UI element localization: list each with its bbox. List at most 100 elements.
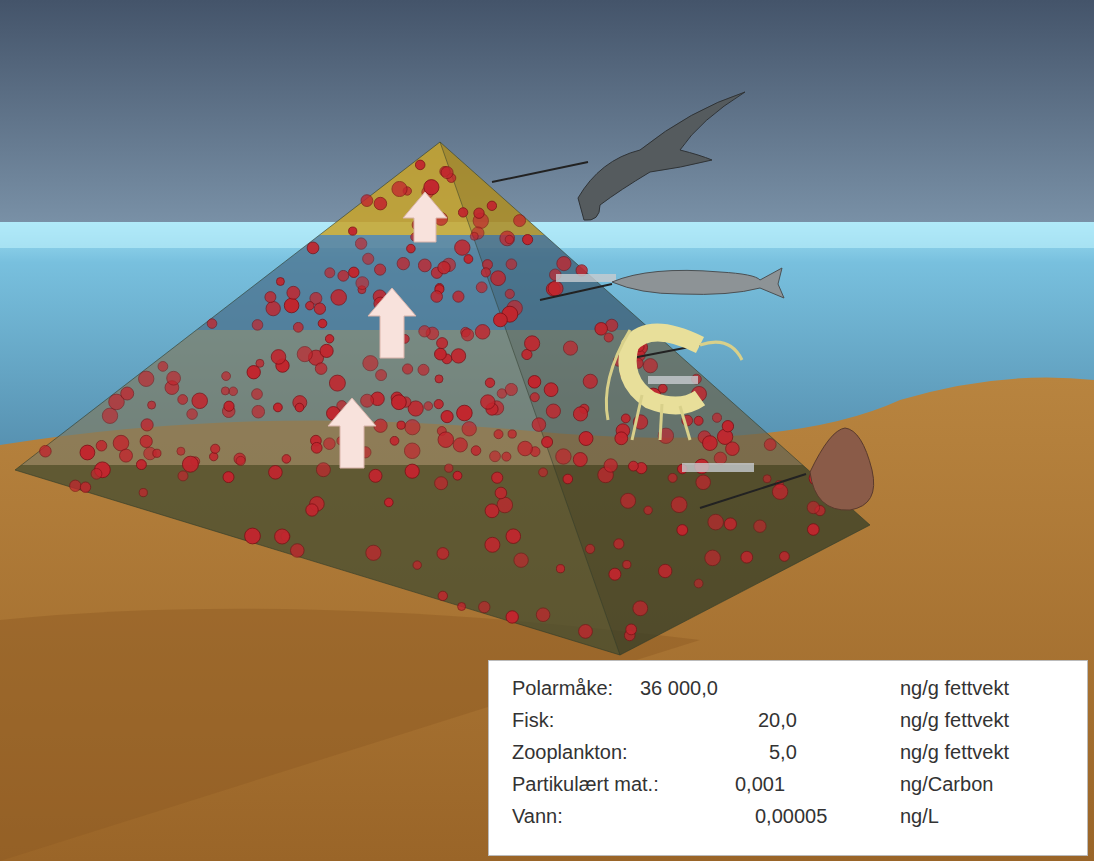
row-value: 36 000,0 [640, 676, 718, 700]
pollutant-dot [694, 579, 703, 588]
pollutant-dot [479, 601, 490, 612]
pollutant-dot [494, 430, 503, 439]
pollutant-dot [518, 441, 533, 456]
leader-lines [492, 162, 806, 508]
pollutant-dot [470, 232, 478, 240]
pollutant-dot [487, 201, 496, 210]
pollutant-dot [644, 506, 652, 514]
pollutant-dot [271, 350, 286, 365]
fish [612, 268, 784, 298]
pollutant-dot [315, 363, 327, 375]
pollutant-dot [192, 393, 208, 409]
pollutant-dot [476, 282, 487, 293]
pollutant-dot [325, 268, 335, 278]
pollutant-dot [437, 338, 448, 349]
pollutant-dot [224, 401, 234, 411]
pollutant-dot [397, 421, 405, 429]
pollutant-dot [70, 480, 81, 491]
pollutant-dot [282, 455, 291, 464]
pollutant-dot [374, 197, 387, 210]
pollutant-dot [502, 452, 511, 461]
pollutant-dot [325, 335, 333, 343]
pollutant-dot [375, 264, 386, 275]
pollutant-dot [556, 449, 571, 464]
pollutant-dot [269, 466, 283, 480]
pollutant-dot [763, 475, 771, 483]
pollutant-dot [556, 565, 564, 573]
pollutant-dot [724, 518, 736, 530]
row-unit: ng/L [900, 804, 939, 828]
grey-pointers [556, 274, 754, 472]
pollutant-dot [643, 359, 657, 373]
pollutant-dot [658, 384, 667, 393]
row-unit: ng/Carbon [900, 772, 993, 796]
pollutant-dot [696, 475, 711, 490]
pollutant-dot [485, 378, 494, 387]
pollutant-dot [245, 528, 261, 544]
pollutant-dot [252, 389, 263, 400]
pollutant-dot [366, 545, 381, 560]
pollutant-dot [668, 473, 677, 482]
pollutant-dot [306, 302, 314, 310]
pollutant-dot [505, 235, 513, 243]
pollutant-dot [139, 371, 154, 386]
pollutant-dot [182, 456, 198, 472]
row-value: 0,00005 [755, 804, 827, 828]
pollutant-dot [363, 356, 378, 371]
pollutant-dot [355, 238, 366, 249]
pollutant-dot [91, 468, 102, 479]
pollutant-dot [563, 341, 577, 355]
row-label: Polarmåke: [512, 676, 613, 700]
pollutant-dot [397, 257, 409, 269]
pollutant-dot [525, 336, 540, 351]
pollutant-dot [464, 255, 473, 264]
pollutant-dot [514, 215, 526, 227]
pollutant-dot [120, 449, 133, 462]
row-value: 0,001 [735, 772, 785, 796]
pollutant-dot [455, 240, 470, 255]
pollutant-dot [481, 268, 490, 277]
pyramid [0, 130, 1094, 665]
pollutant-dot [80, 482, 90, 492]
pollutant-dot [102, 408, 117, 423]
pollutant-dot [438, 262, 450, 274]
pollutant-dot [40, 445, 52, 457]
pollutant-dot [583, 374, 597, 388]
pollutant-dot [474, 208, 484, 218]
pollutant-dot [741, 551, 753, 563]
pollutant-dot [626, 624, 637, 635]
zooplankton [606, 330, 742, 440]
pollutant-dot [497, 497, 513, 513]
pollutant-dot [437, 548, 449, 560]
pollutant-dot [148, 401, 156, 409]
pollutant-dot [536, 608, 550, 622]
pollutant-dot [178, 395, 188, 405]
pollutant-dot [539, 468, 548, 477]
pollutant-dot [659, 564, 672, 577]
pollutant-dot [293, 322, 303, 332]
pollutant-dot [490, 451, 501, 462]
pollutant-dot [236, 456, 245, 465]
pollutant-dot [96, 440, 107, 451]
pollutant-dot [471, 446, 481, 456]
row-label: Fisk: [512, 708, 554, 732]
pollutant-dot [712, 413, 721, 422]
pollutant-dot [222, 372, 231, 381]
pollutant-dot [177, 447, 185, 455]
pollutant-dot [438, 432, 454, 448]
pollutant-dot [435, 477, 448, 490]
pollutant-dot [287, 286, 300, 299]
pollutant-dot [392, 395, 407, 410]
pollutant-dot [291, 544, 305, 558]
pollutant-dot [361, 394, 374, 407]
pollutant-dot [754, 520, 766, 532]
pollutant-dot [435, 375, 443, 383]
pollutant-dot [615, 432, 628, 445]
pollutant-dot [623, 561, 631, 569]
gull [578, 92, 745, 220]
pollutant-dot [297, 347, 312, 362]
pollutant-dot [316, 463, 330, 477]
pollutant-dot [349, 267, 359, 277]
pollutant-dot [481, 395, 495, 409]
